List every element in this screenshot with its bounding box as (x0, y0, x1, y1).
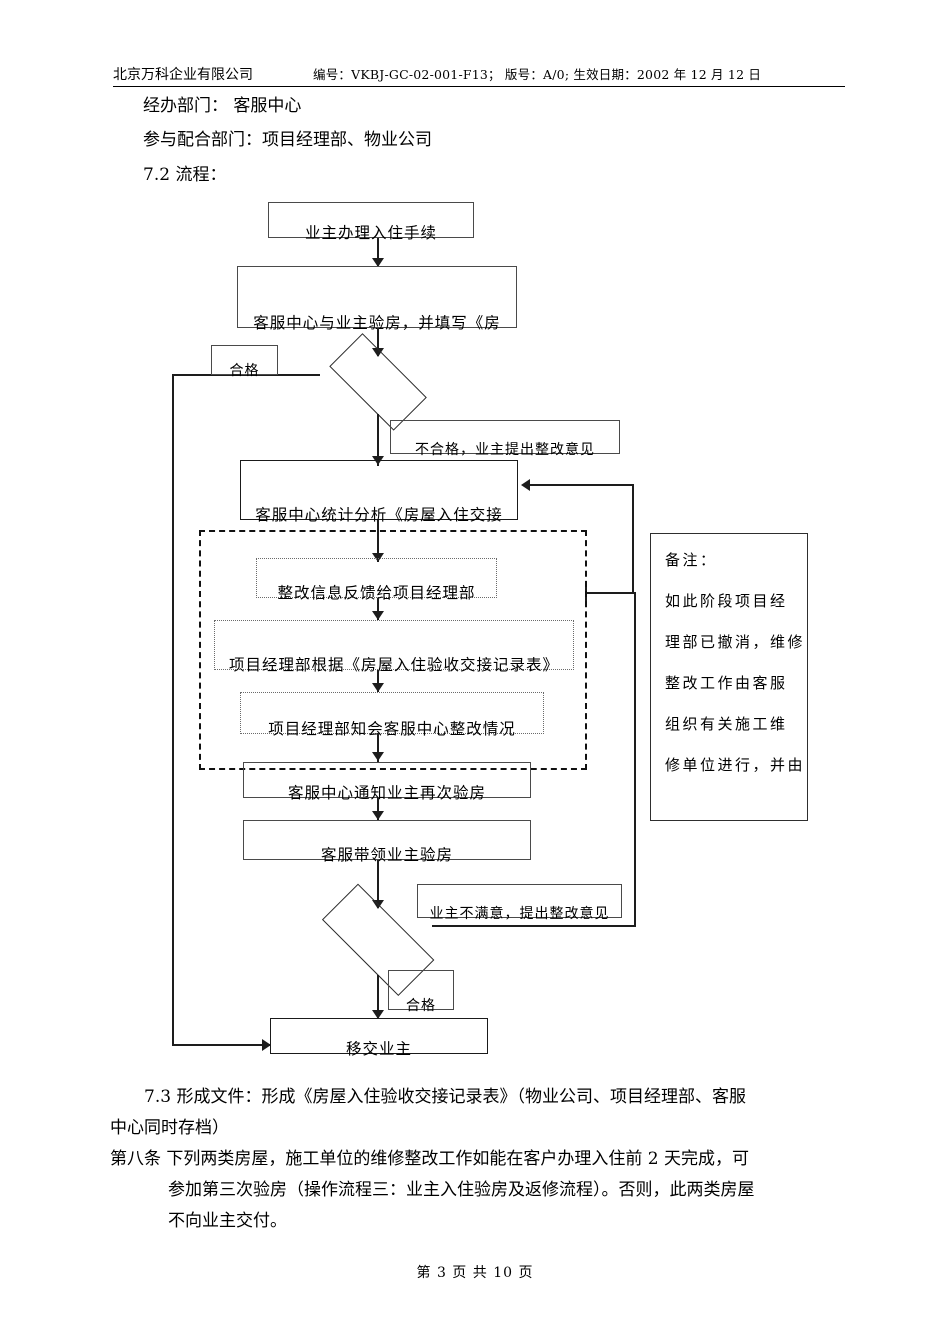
flow-node-inspection-with-owner-label: 客服中心与业主验房，并填写《房 (253, 313, 501, 332)
flow-label-fail: 不合格，业主提出整改意见 (390, 420, 620, 458)
page-header: 北京万科企业有限公司 编号：VKBJ-GC-02-001-F13； 版号：A/0… (113, 64, 845, 87)
cooperating-department-line: 参与配合部门：项目经理部、物业公司 (143, 130, 432, 150)
flow-node-feedback-to-project-dept-label: 整改信息反馈给项目经理部 (277, 583, 476, 602)
flow-node-notify-service-center: 项目经理部知会客服中心整改情况 (240, 692, 544, 738)
arrow-n2-to-d1 (372, 348, 384, 357)
section-7-2-heading: 7.2 流程： (143, 165, 227, 185)
connector-n7-to-n8 (377, 798, 379, 820)
arrow-n1-to-n2 (372, 258, 384, 267)
flow-node-notify-owner-reinspect: 客服中心通知业主再次验房 (243, 762, 531, 802)
flow-label-fail-text: 不合格，业主提出整改意见 (415, 442, 595, 458)
connector-n6-to-n7 (377, 734, 379, 762)
connector-note-feedback-vertical (632, 484, 634, 594)
flow-note-line-2: 如此阶段项目经 (665, 592, 788, 610)
connector-n3-to-region (377, 520, 379, 562)
header-company-name: 北京万科企业有限公司 (113, 67, 253, 83)
flow-node-notify-owner-reinspect-label: 客服中心通知业主再次验房 (287, 783, 486, 802)
connector-n8-to-d2 (377, 860, 379, 908)
arrow-n8-to-d2 (372, 900, 384, 909)
flow-node-project-dept-per-record: 项目经理部根据《房屋入住验收交接记录表》 (214, 620, 574, 674)
connector-pass-loop-vertical (172, 374, 174, 1046)
tail-paragraphs: 7.3 形成文件：形成《房屋入住验收交接记录表》（物业公司、项目经理部、客服 中… (110, 1082, 855, 1237)
flow-region-project-dept-scope (199, 530, 587, 770)
flow-note-line-1: 备注： (665, 551, 718, 569)
flow-node-statistical-analysis: 客服中心统计分析《房屋入住交接 (240, 460, 518, 524)
connector-n1-to-n2 (377, 238, 379, 266)
arrow-n7-to-n8 (372, 811, 384, 820)
flow-label-pass-top: 合格 (211, 345, 278, 379)
flow-node-project-dept-per-record-label: 项目经理部根据《房屋入住验收交接记录表》 (228, 655, 559, 674)
connector-note-feedback-horizontal (530, 484, 634, 486)
flow-label-pass-top-text: 合格 (229, 363, 260, 379)
flow-node-service-leads-inspection-label: 客服带领业主验房 (320, 845, 453, 864)
flow-node-handover-to-owner-label: 移交业主 (345, 1039, 412, 1058)
connector-pass-loop-horizontal (172, 1044, 270, 1046)
flow-note-line-3: 理部已撤消，维修 (665, 633, 806, 651)
connector-note-feedback-to-region (585, 592, 634, 594)
section-7-3-line-cont: 中心同时存档） (110, 1117, 229, 1138)
flow-node-notify-service-center-label: 项目经理部知会客服中心整改情况 (268, 719, 516, 738)
arrow-pass-loop-into-handover (262, 1039, 271, 1051)
connector-d2-to-handover (377, 975, 379, 1019)
connector-n5-to-n6 (377, 670, 379, 692)
flow-node-service-leads-inspection: 客服带领业主验房 (243, 820, 531, 864)
flow-decision-inspection-result (315, 333, 441, 431)
flow-note-box: 备注： 如此阶段项目经 理部已撤消，维修 整改工作由客服 组织有关施工维 修单位… (650, 533, 808, 821)
flow-node-statistical-analysis-label: 客服中心统计分析《房屋入住交接 (255, 505, 503, 524)
flow-note-line-6: 修单位进行，并由 (665, 756, 806, 774)
arrow-d2-to-handover (372, 1010, 384, 1019)
flow-note-line-5: 组织有关施工维 (665, 715, 788, 733)
flow-label-pass-bottom: 合格 (388, 970, 454, 1014)
flow-note-line-4: 整改工作由客服 (665, 674, 788, 692)
article-8-line-2: 参加第三次验房（操作流程三：业主入住验房及返修流程）。否则，此两类房屋 (168, 1179, 755, 1200)
flow-label-unsatisfied: 业主不满意，提出整改意见 (417, 884, 622, 922)
section-7-3-line: 7.3 形成文件：形成《房屋入住验收交接记录表》（物业公司、项目经理部、客服 (144, 1087, 746, 1107)
flow-node-handover-to-owner: 移交业主 (270, 1018, 488, 1058)
connector-d2-unsatisfied-vertical (634, 592, 636, 927)
connector-n2-to-d1 (377, 328, 379, 356)
flow-node-inspection-with-owner: 客服中心与业主验房，并填写《房 (237, 266, 517, 332)
connector-d2-unsatisfied-horizontal (432, 925, 636, 927)
flow-node-owner-checkin-label: 业主办理入住手续 (304, 223, 437, 242)
connector-d1-to-n3 (377, 414, 379, 466)
arrow-n3-to-n4 (372, 553, 384, 562)
flow-node-feedback-to-project-dept: 整改信息反馈给项目经理部 (256, 558, 497, 602)
article-8-line-1: 第八条 下列两类房屋，施工单位的维修整改工作如能在客户办理入住前 2 天完成，可 (110, 1148, 750, 1169)
flow-node-owner-checkin: 业主办理入住手续 (268, 202, 474, 242)
connector-n4-to-n5 (377, 598, 379, 620)
page-footer: 第 3 页 共 10 页 (416, 1265, 534, 1281)
article-8-line-3: 不向业主交付。 (168, 1210, 287, 1231)
arrow-n4-to-n5 (372, 611, 384, 620)
flow-label-unsatisfied-text: 业主不满意，提出整改意见 (429, 906, 610, 922)
handling-department-line: 经办部门： 客服中心 (143, 96, 302, 116)
arrow-n5-to-n6 (372, 683, 384, 692)
arrow-note-feedback-into-n3 (521, 479, 530, 491)
flow-label-pass-bottom-text: 合格 (406, 998, 436, 1014)
header-document-meta: 编号：VKBJ-GC-02-001-F13； 版号：A/0; 生效日期：2002… (313, 67, 762, 82)
arrow-n6-to-n7 (372, 752, 384, 761)
